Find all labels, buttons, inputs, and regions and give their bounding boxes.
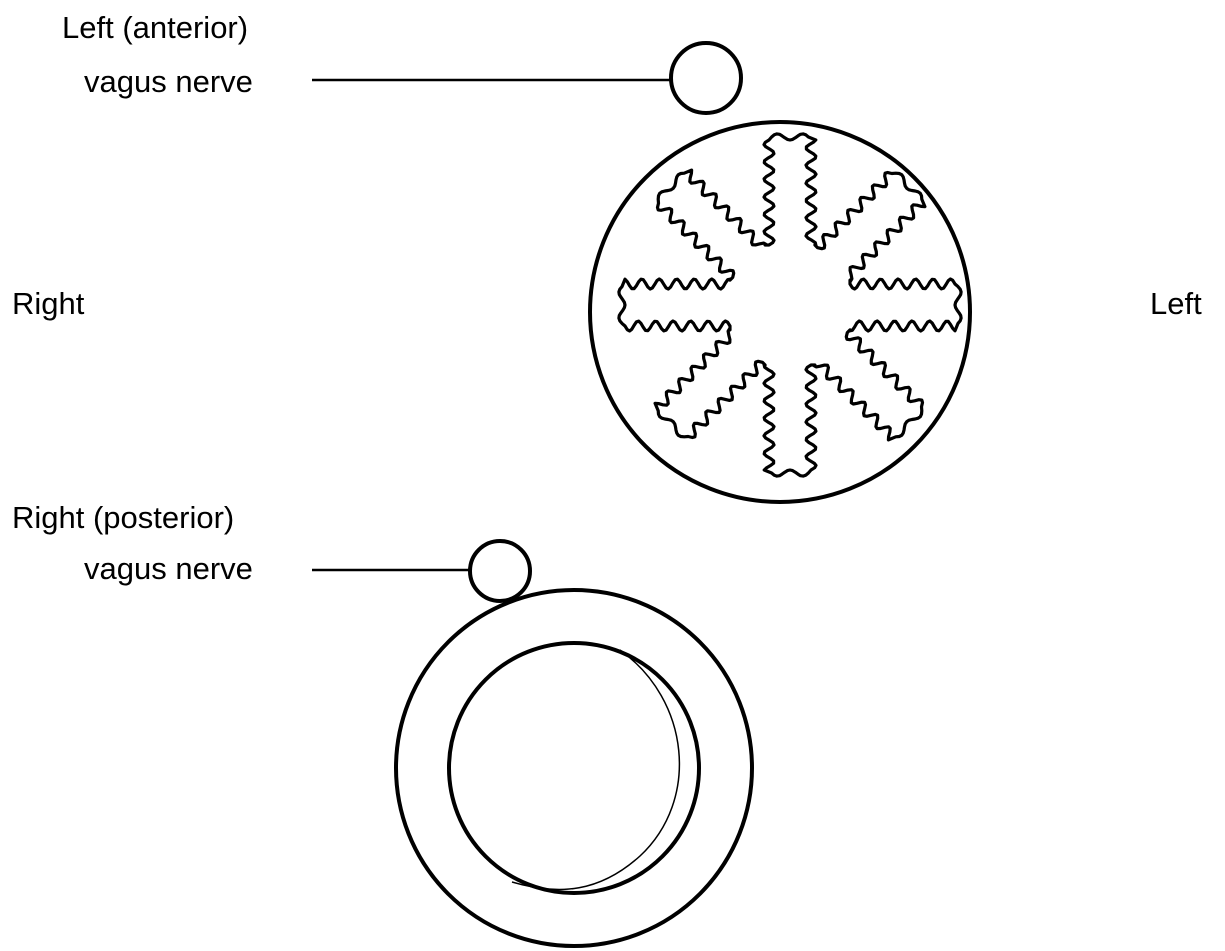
left-vagus-nerve — [669, 41, 743, 115]
side-left-label: Left — [1150, 286, 1202, 321]
right-posterior-label-line2: vagus nerve — [84, 551, 253, 586]
upper-outer-wall — [588, 120, 972, 504]
lower-lumen — [447, 641, 701, 895]
upper-folded-lumen — [617, 132, 963, 478]
right-vagus-nerve — [468, 539, 532, 603]
right-posterior-label-line1: Right (posterior) — [12, 500, 234, 535]
left-anterior-label-line1: Left (anterior) — [62, 10, 248, 45]
left-anterior-label-line2: vagus nerve — [84, 64, 253, 99]
lower-lumen-crescent — [511, 649, 680, 891]
side-right-label: Right — [12, 286, 85, 321]
